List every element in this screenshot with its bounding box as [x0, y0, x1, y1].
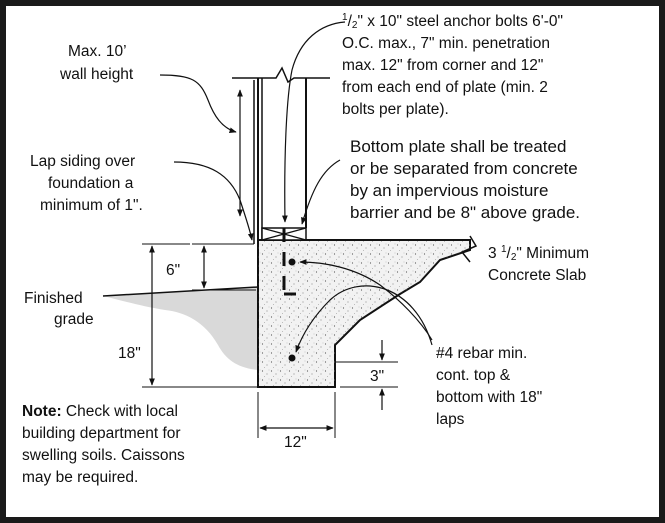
siding-note-line-1: Lap siding over [30, 153, 135, 170]
note-line-1: Note: Check with local [22, 403, 178, 420]
leader-bottom-plate [301, 159, 341, 225]
note-line-2: building department for [22, 425, 181, 442]
rebar-note-line-4: laps [436, 411, 465, 428]
leader-rebar-bottom [295, 285, 433, 353]
note-line-4: may be required. [22, 469, 138, 486]
slab-note-line-2: Concrete Slab [488, 267, 586, 284]
dim-12-label: 12" [284, 434, 307, 451]
rebar-note-line-1: #4 rebar min. [436, 345, 527, 362]
slab-break-mark [460, 235, 478, 263]
plate-note-line-1: Bottom plate shall be treated [350, 137, 566, 156]
rebar-bottom [288, 354, 296, 362]
wall-height-line-1: Max. 10’ [68, 43, 127, 60]
grade-line [102, 286, 259, 297]
siding-note-line-3: minimum of 1". [40, 197, 143, 214]
rebar-note-line-2: cont. top & [436, 367, 511, 384]
anchor-note-line-3: max. 12" from corner and 12" [342, 57, 543, 74]
grade-label-line-1: Finished [24, 290, 83, 307]
plate-note-line-4: barrier and be 8" above grade. [350, 203, 580, 222]
leader-wall-height [159, 74, 237, 133]
rebar-top [288, 258, 296, 266]
wall-height-line-2: wall height [59, 66, 134, 83]
anchor-note-line-5: bolts per plate). [342, 101, 449, 118]
slab-note-line-1: 3 1/2" Minimum [488, 244, 589, 263]
wall-break-mark [232, 66, 330, 84]
anchor-note-line-4: from each end of plate (min. 2 [342, 79, 548, 96]
note-line-3: swelling soils. Caissons [22, 447, 185, 464]
rebar-note-line-3: bottom with 18" [436, 389, 542, 406]
anchor-note-line-1: 1/2" x 10" steel anchor bolts 6'-0" [342, 12, 563, 31]
grade-label-line-2: grade [54, 311, 94, 328]
anchor-note-line-2: O.C. max., 7" min. penetration [342, 35, 550, 52]
leader-lap-siding [173, 161, 254, 241]
leader-rebar-top [299, 259, 433, 341]
plate-note-line-3: by an impervious moisture [350, 181, 548, 200]
dim-18-label: 18" [118, 345, 141, 362]
dim-3-label: 3" [370, 368, 384, 385]
plate-note-line-2: or be separated from concrete [350, 159, 578, 178]
leader-anchor-bolts [282, 21, 346, 223]
dim-6-label: 6" [166, 262, 180, 279]
siding-note-line-2: foundation a [48, 175, 134, 192]
soil-fill [103, 287, 258, 370]
